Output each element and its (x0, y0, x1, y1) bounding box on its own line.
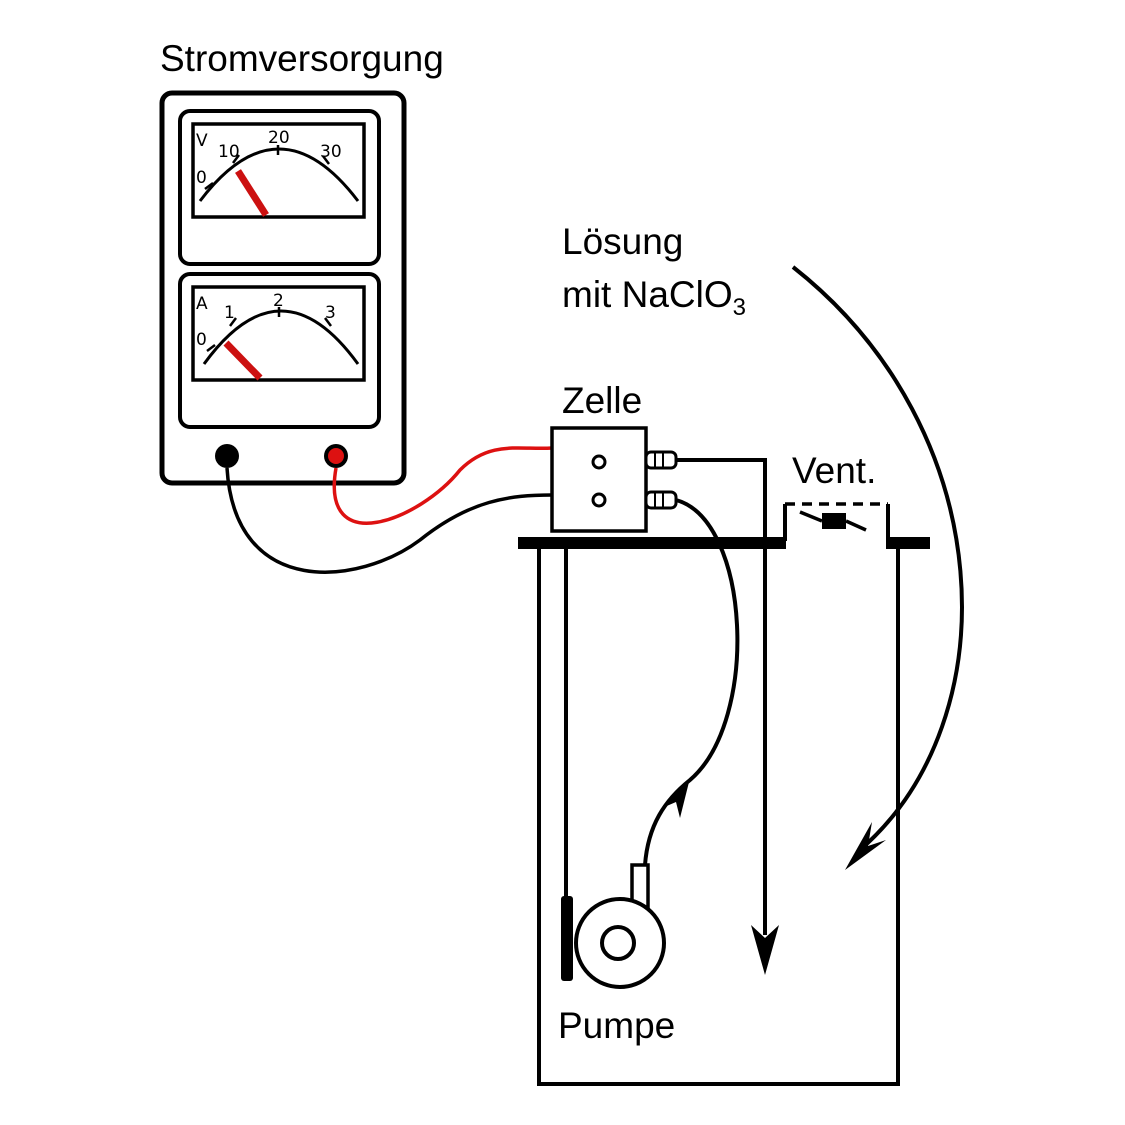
voltmeter-tick-label: 0 (196, 168, 207, 188)
cell-label: Zelle (562, 380, 642, 421)
pump: Pumpe (558, 863, 675, 1046)
cell-body (550, 426, 648, 533)
power-supply-label: Stromversorgung (160, 38, 444, 79)
pump-impeller (600, 925, 636, 961)
voltmeter-tick-label: 10 (218, 142, 240, 162)
voltmeter-dial (191, 122, 366, 219)
ammeter-dial (191, 285, 366, 382)
voltmeter-tick-label: 30 (320, 142, 342, 162)
fitting-ribs (654, 452, 664, 508)
tank-lid-right (886, 537, 930, 549)
valve-label: Vent. (792, 450, 876, 491)
valve-flap (799, 510, 867, 532)
tank-lid-left (518, 537, 786, 549)
solution-label-line1: Lösung (562, 221, 683, 262)
solution-formula: mit NaClO (562, 274, 733, 315)
ammeter-tick-mark (229, 317, 237, 327)
valve-body (822, 513, 846, 529)
ammeter-tick-label: 0 (196, 330, 207, 350)
ammeter-tick-label: 1 (224, 303, 235, 323)
vent-valve: Vent. (783, 450, 890, 541)
pump-outlet-tube (643, 498, 740, 866)
pump-flow-arrowhead (662, 778, 690, 818)
return-flow-arrowhead (751, 925, 779, 975)
ammeter-scale-arc (202, 309, 360, 365)
solution-subscript: 3 (733, 294, 746, 321)
ammeter-unit: A (196, 294, 208, 314)
return-line (676, 458, 767, 935)
solution-label-line2: mit NaClO3 (562, 274, 746, 321)
positive-terminal (328, 448, 344, 464)
cell-outlet-fitting (644, 450, 678, 470)
voltmeter-needle (235, 169, 269, 217)
voltmeter-tick-mark (204, 182, 214, 190)
cell-electrode-top (591, 454, 607, 470)
positive-wire (332, 446, 553, 525)
voltmeter-tick-label: 20 (268, 128, 290, 148)
ammeter: A 01 2 3 (178, 272, 381, 429)
electrolysis-cell: Zelle (550, 380, 678, 533)
negative-wire (225, 467, 553, 574)
solution-flow-curve (791, 265, 964, 852)
voltmeter-tick-mark (232, 154, 240, 164)
voltmeter-tick-mark (322, 155, 330, 165)
pump-label: Pumpe (558, 1005, 675, 1046)
negative-terminal (215, 444, 239, 468)
ammeter-tick-mark (206, 344, 216, 352)
tank-walls (537, 549, 900, 1086)
voltmeter-ticks: 0 10 20 30 (196, 128, 342, 190)
cell-inlet-fitting (644, 490, 678, 510)
ammeter-ticks: 01 2 3 (196, 291, 336, 352)
ammeter-tick-mark (324, 317, 332, 327)
voltmeter: V 0 10 20 30 (178, 109, 381, 266)
voltmeter-unit: V (196, 131, 208, 151)
cell-electrode-bottom (591, 492, 607, 508)
pump-mount (561, 896, 573, 981)
ammeter-needle (223, 340, 263, 381)
ammeter-tick-label: 3 (325, 303, 336, 323)
tank (518, 537, 930, 1086)
solution-flow-arrowhead (845, 822, 886, 870)
ammeter-tick-label: 2 (273, 291, 284, 311)
